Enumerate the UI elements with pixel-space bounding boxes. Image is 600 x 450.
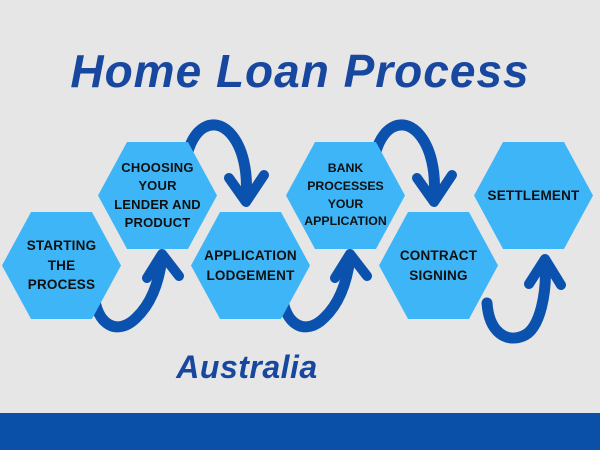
page-title: Home Loan Process	[70, 45, 530, 97]
subtitle-australia: Australia	[176, 349, 318, 385]
arrow-head-icon	[412, 170, 457, 207]
step-hexagon-4: BANK PROCESSES YOUR APPLICATION	[286, 142, 405, 249]
arrow-head-icon	[142, 249, 184, 283]
step-label-1: STARTING THE PROCESS	[26, 238, 97, 293]
step-hexagon-1: STARTING THE PROCESS	[2, 212, 121, 319]
footer-bar	[0, 413, 600, 450]
curved-arrow-up-3	[481, 254, 566, 344]
step-label-5: CONTRACT SIGNING	[399, 247, 478, 283]
arrow-head-icon	[224, 170, 269, 207]
step-hexagon-6: SETTLEMENT	[474, 142, 593, 249]
arrow-shaft	[88, 252, 168, 333]
step-label-2: CHOOSING YOUR LENDER AND PRODUCT	[114, 160, 201, 230]
curved-arrow-up-1	[88, 249, 184, 333]
arrow-head-icon	[330, 249, 372, 283]
step-label-3: APPLICATION LODGEMENT	[204, 247, 297, 283]
arrow-shaft	[276, 252, 356, 333]
arrow-head-icon	[524, 254, 566, 290]
step-label-4: BANK PROCESSES YOUR APPLICATION	[304, 160, 387, 229]
arrow-shaft	[180, 119, 252, 202]
arrow-shaft	[368, 119, 440, 202]
step-label-6: SETTLEMENT	[487, 187, 580, 203]
arrow-shaft	[481, 257, 551, 344]
step-hexagon-2: CHOOSING YOUR LENDER AND PRODUCT	[98, 142, 217, 249]
step-hexagon-3: APPLICATION LODGEMENT	[191, 212, 310, 319]
curved-arrow-up-2	[276, 249, 372, 333]
curved-arrow-down-2	[368, 119, 457, 207]
curved-arrow-down-1	[180, 119, 269, 207]
step-hexagon-5: CONTRACT SIGNING	[379, 212, 498, 319]
